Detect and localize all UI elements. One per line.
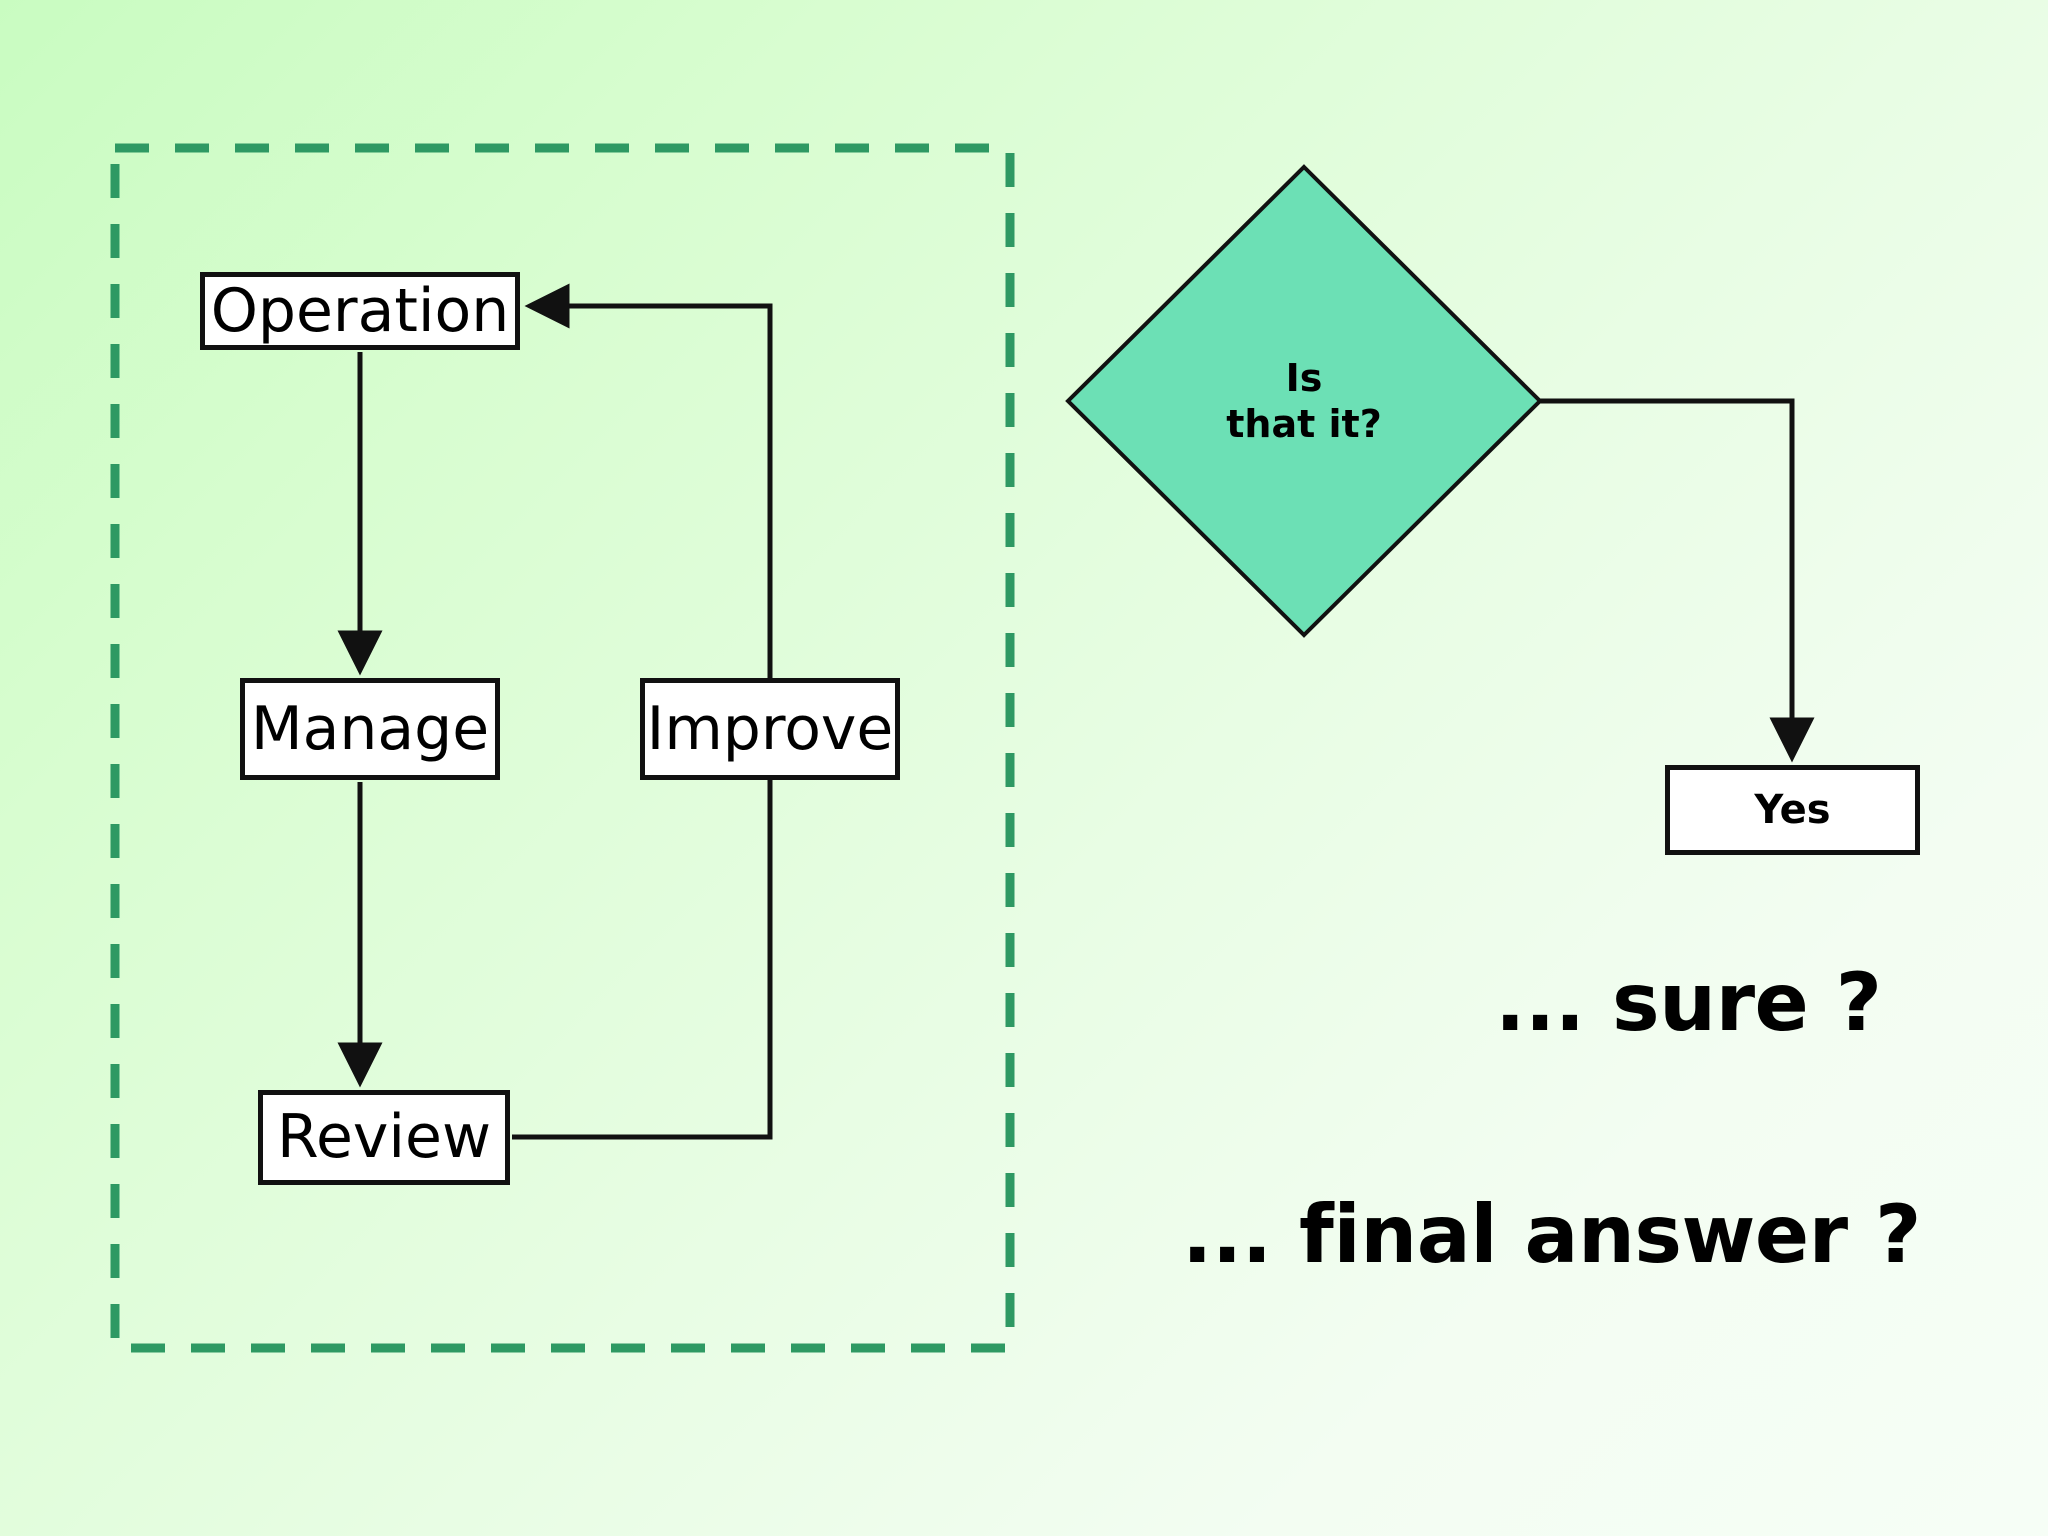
process-box-manage[interactable]: Manage: [240, 678, 500, 780]
caption-final-answer: ... final answer ?: [1182, 1188, 1921, 1281]
decision-node-label: Is that it?: [1068, 167, 1540, 635]
outcome-box-yes-label: Yes: [1754, 787, 1831, 833]
process-box-review[interactable]: Review: [258, 1090, 510, 1185]
connector-decision-to-yes: [1540, 398, 1815, 763]
process-box-improve[interactable]: Improve: [640, 678, 900, 780]
process-box-improve-label: Improve: [646, 693, 894, 764]
process-box-manage-label: Manage: [250, 693, 490, 764]
process-box-operation[interactable]: Operation: [200, 272, 520, 350]
outcome-box-yes[interactable]: Yes: [1665, 765, 1920, 855]
process-box-operation-label: Operation: [210, 275, 510, 346]
decision-label-line-2: that it?: [1226, 402, 1382, 446]
dashed-cycle-frame: [110, 143, 1015, 1353]
decision-diamond-shape: [1065, 164, 1543, 638]
caption-sure: ... sure ?: [1495, 956, 1882, 1049]
decision-node-is-that-it[interactable]: Is that it?: [1068, 167, 1540, 635]
decision-label-line-1: Is: [1285, 355, 1323, 400]
process-box-review-label: Review: [276, 1102, 492, 1172]
